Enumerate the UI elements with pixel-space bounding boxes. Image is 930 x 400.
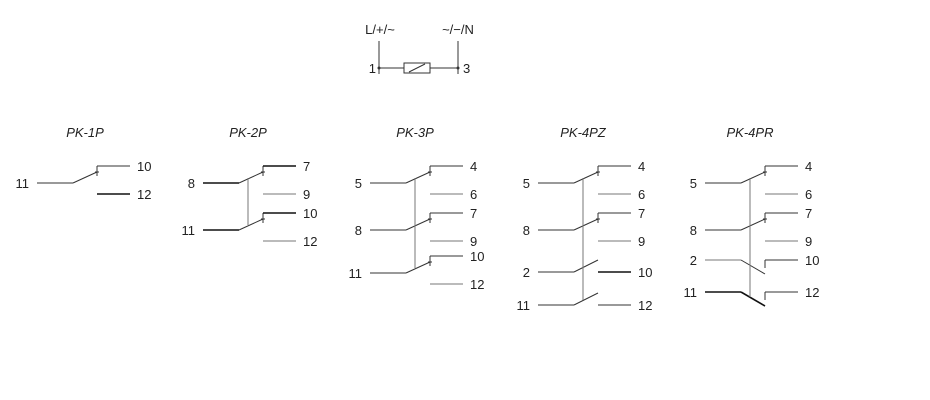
terminal-common: 8 bbox=[355, 223, 362, 238]
terminal-common: 11 bbox=[16, 176, 30, 191]
terminal-no: 4 bbox=[638, 159, 645, 174]
terminal-nc: 6 bbox=[805, 187, 812, 202]
relay-pk-2p: PK-2P 8 7 9 11 10 12 bbox=[182, 125, 318, 249]
contact-5: 5 4 6 bbox=[355, 159, 477, 202]
terminal-common: 11 bbox=[684, 285, 698, 300]
terminal-no: 4 bbox=[470, 159, 477, 174]
terminal-common: 11 bbox=[349, 266, 363, 281]
terminal-common: 2 bbox=[523, 265, 530, 280]
terminal-nc: 9 bbox=[470, 234, 477, 249]
contact-5: 5 4 6 bbox=[690, 159, 812, 202]
terminal-common: 11 bbox=[517, 298, 531, 313]
terminal-dot bbox=[377, 66, 381, 70]
terminal-nc: 9 bbox=[805, 234, 812, 249]
switch-blade bbox=[573, 292, 599, 306]
terminal-no: 10 bbox=[638, 265, 652, 280]
terminal-common: 8 bbox=[188, 176, 195, 191]
contact-5: 5 4 6 bbox=[523, 159, 645, 202]
terminal-no: 10 bbox=[137, 159, 151, 174]
coil-icon bbox=[403, 62, 431, 74]
terminal-nc: 6 bbox=[470, 187, 477, 202]
terminal-no: 10 bbox=[805, 253, 819, 268]
terminal-no: 12 bbox=[638, 298, 652, 313]
switch-blade bbox=[740, 291, 766, 307]
relay-pk-1p: PK-1P 11 10 12 bbox=[16, 125, 152, 202]
coil-left-label: L/+/~ bbox=[365, 22, 395, 37]
terminal-common: 5 bbox=[690, 176, 697, 191]
coil-pin-left: 1 bbox=[369, 61, 376, 76]
terminal-no: 10 bbox=[470, 249, 484, 264]
contact-8: 8 7 9 bbox=[523, 206, 645, 249]
relay-title: PK-4PR bbox=[727, 125, 774, 140]
relay-pk-3p: PK-3P 5 4 6 8 7 9 11 10 12 bbox=[349, 125, 485, 292]
switch-blade bbox=[740, 218, 766, 231]
contact-8: 8 7 9 bbox=[355, 206, 477, 249]
switch-blade bbox=[405, 171, 431, 184]
coil-diagonal bbox=[408, 63, 426, 73]
coil-right-label: ~/−/N bbox=[442, 22, 474, 37]
switch-blade bbox=[573, 259, 599, 273]
contact-11: 11 12 bbox=[684, 285, 819, 307]
contact-11: 11 10 12 bbox=[16, 159, 152, 202]
contact-11: 11 10 12 bbox=[349, 249, 485, 292]
switch-blade bbox=[405, 218, 431, 231]
switch-blade bbox=[405, 261, 431, 274]
coil-symbol: L/+/~ ~/−/N 1 3 bbox=[365, 22, 474, 76]
contact-8: 8 7 9 bbox=[188, 159, 310, 202]
terminal-no: 7 bbox=[805, 206, 812, 221]
terminal-nc: 12 bbox=[303, 234, 317, 249]
terminal-no: 7 bbox=[638, 206, 645, 221]
relay-title: PK-3P bbox=[396, 125, 434, 140]
terminal-nc: 12 bbox=[137, 187, 151, 202]
contact-11: 11 10 12 bbox=[182, 206, 318, 249]
terminal-no: 7 bbox=[470, 206, 477, 221]
contact-11: 11 12 bbox=[517, 292, 652, 313]
switch-blade bbox=[238, 218, 264, 231]
terminal-common: 2 bbox=[690, 253, 697, 268]
terminal-no: 12 bbox=[805, 285, 819, 300]
terminal-nc: 9 bbox=[303, 187, 310, 202]
relay-title: PK-4PZ bbox=[560, 125, 607, 140]
terminal-no: 4 bbox=[805, 159, 812, 174]
terminal-common: 5 bbox=[523, 176, 530, 191]
terminal-nc: 9 bbox=[638, 234, 645, 249]
coil-pin-right: 3 bbox=[463, 61, 470, 76]
terminal-common: 5 bbox=[355, 176, 362, 191]
switch-blade bbox=[72, 171, 98, 184]
switch-blade bbox=[740, 171, 766, 184]
switch-blade bbox=[573, 171, 599, 184]
contact-8: 8 7 9 bbox=[690, 206, 812, 249]
terminal-dot bbox=[456, 66, 460, 70]
terminal-nc: 6 bbox=[638, 187, 645, 202]
relay-title: PK-2P bbox=[229, 125, 267, 140]
relay-pk-4pr: PK-4PR 5 4 6 8 7 9 2 10 11 12 bbox=[684, 125, 819, 307]
terminal-no: 7 bbox=[303, 159, 310, 174]
terminal-common: 8 bbox=[690, 223, 697, 238]
switch-blade bbox=[238, 171, 264, 184]
contact-2: 2 10 bbox=[690, 253, 819, 275]
contact-2: 2 10 bbox=[523, 259, 652, 280]
terminal-common: 11 bbox=[182, 223, 196, 238]
switch-blade bbox=[740, 259, 766, 275]
relay-pk-4pz: PK-4PZ 5 4 6 8 7 9 2 10 11 12 bbox=[517, 125, 653, 313]
terminal-common: 8 bbox=[523, 223, 530, 238]
relay-title: PK-1P bbox=[66, 125, 104, 140]
terminal-no: 10 bbox=[303, 206, 317, 221]
terminal-nc: 12 bbox=[470, 277, 484, 292]
switch-blade bbox=[573, 218, 599, 231]
